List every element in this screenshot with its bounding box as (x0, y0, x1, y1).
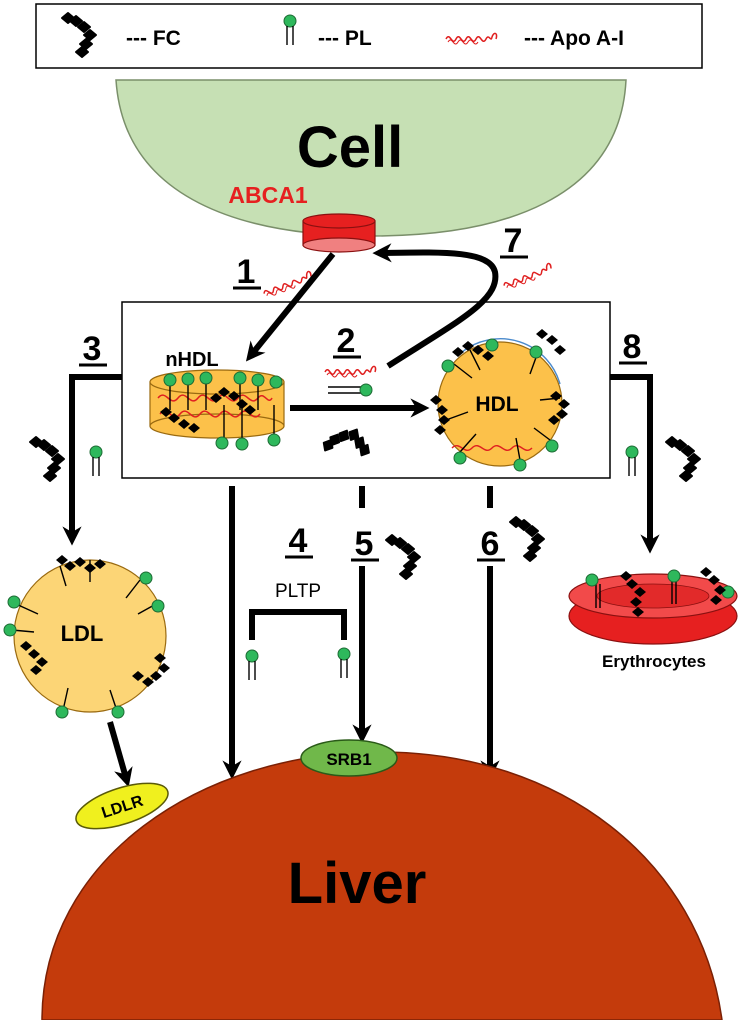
fc-step-8 (665, 436, 701, 482)
arrow-hdl-to-abca1 (372, 243, 499, 369)
abca1-transporter (302, 213, 376, 253)
nhdl-particle: nHDL (149, 349, 285, 451)
pltp-label: PLTP (275, 581, 321, 602)
legend-box (35, 3, 703, 69)
arrow-hdl-to-ldl (62, 374, 122, 546)
fc-step-6 (509, 516, 545, 562)
step-1-number: 1 (237, 253, 256, 291)
step-4-number: 4 (289, 522, 308, 560)
cell-label: Cell (297, 115, 403, 180)
ldl-label: LDL (61, 621, 104, 646)
srb1-label: SRB1 (326, 750, 371, 769)
step-6-number: 6 (481, 525, 500, 563)
legend-pl: --- PL (318, 27, 372, 50)
abca1-label: ABCA1 (228, 182, 307, 208)
liver-label: Liver (288, 851, 427, 916)
fc-step-5 (385, 534, 421, 580)
legend-apo: --- Apo A-I (524, 27, 624, 50)
step-2-number: 2 (337, 322, 356, 360)
erythrocyte (568, 567, 738, 645)
step-5-number: 5 (355, 525, 374, 563)
srb1-receptor: SRB1 (300, 739, 398, 777)
liver: Liver (41, 751, 723, 1020)
step-8-number: 8 (623, 328, 642, 366)
legend-fc: --- FC (126, 27, 181, 50)
fc-step-3 (29, 436, 65, 482)
pl-step-2 (328, 383, 373, 397)
pl-step-3 (89, 445, 103, 477)
step-7-number: 7 (504, 222, 523, 260)
arrow-ldl-to-ldlr (107, 721, 133, 788)
pl-step-4-right (337, 647, 351, 679)
ldl-particle: LDL (3, 555, 170, 719)
step-3-number: 3 (83, 330, 102, 368)
arrow-hdl-to-erythrocytes (610, 374, 660, 554)
apo-step-7 (501, 262, 555, 292)
ldlr-receptor: LDLR (75, 782, 169, 830)
nhdl-label: nHDL (165, 349, 218, 371)
cell: Cell ABCA1 (115, 79, 627, 253)
legend: --- FC --- PL --- Apo A-I (35, 3, 703, 69)
erythrocytes-label: Erythrocytes (602, 652, 706, 671)
pltp-bracket (249, 609, 347, 640)
hdl-particle: HDL (430, 329, 570, 472)
hdl-label: HDL (475, 393, 518, 416)
arrow-abca1-to-nhdl (245, 252, 336, 362)
pl-step-4-left (245, 649, 259, 681)
pl-step-8 (625, 445, 639, 477)
